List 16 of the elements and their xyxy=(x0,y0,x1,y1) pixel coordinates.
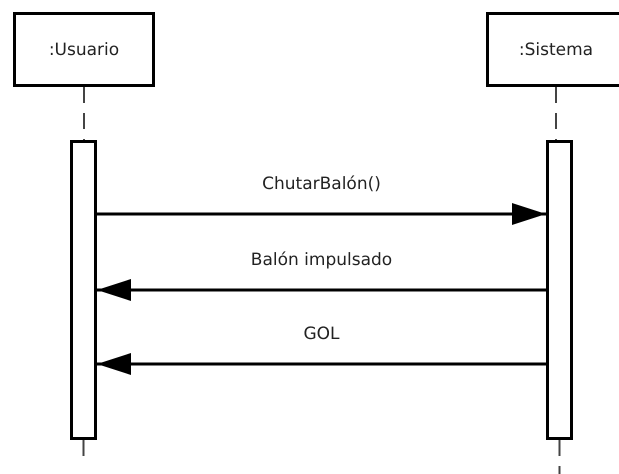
message-label: Balón impulsado xyxy=(250,250,392,270)
participant-name: :Sistema xyxy=(518,40,594,60)
participant-box xyxy=(486,12,619,87)
message-label: GOL xyxy=(303,324,340,344)
message-label: ChutarBalón() xyxy=(262,174,381,194)
lifeline xyxy=(558,440,560,474)
message-arrow xyxy=(97,203,546,225)
participant-box xyxy=(13,12,155,87)
lifeline xyxy=(82,440,84,456)
lifeline xyxy=(83,87,85,140)
activation-bar xyxy=(546,140,573,440)
activation-bar xyxy=(70,140,97,440)
message-arrow xyxy=(97,353,546,375)
message-arrow xyxy=(97,279,546,301)
participant-name: :Usuario xyxy=(48,40,120,60)
lifeline xyxy=(555,87,557,140)
